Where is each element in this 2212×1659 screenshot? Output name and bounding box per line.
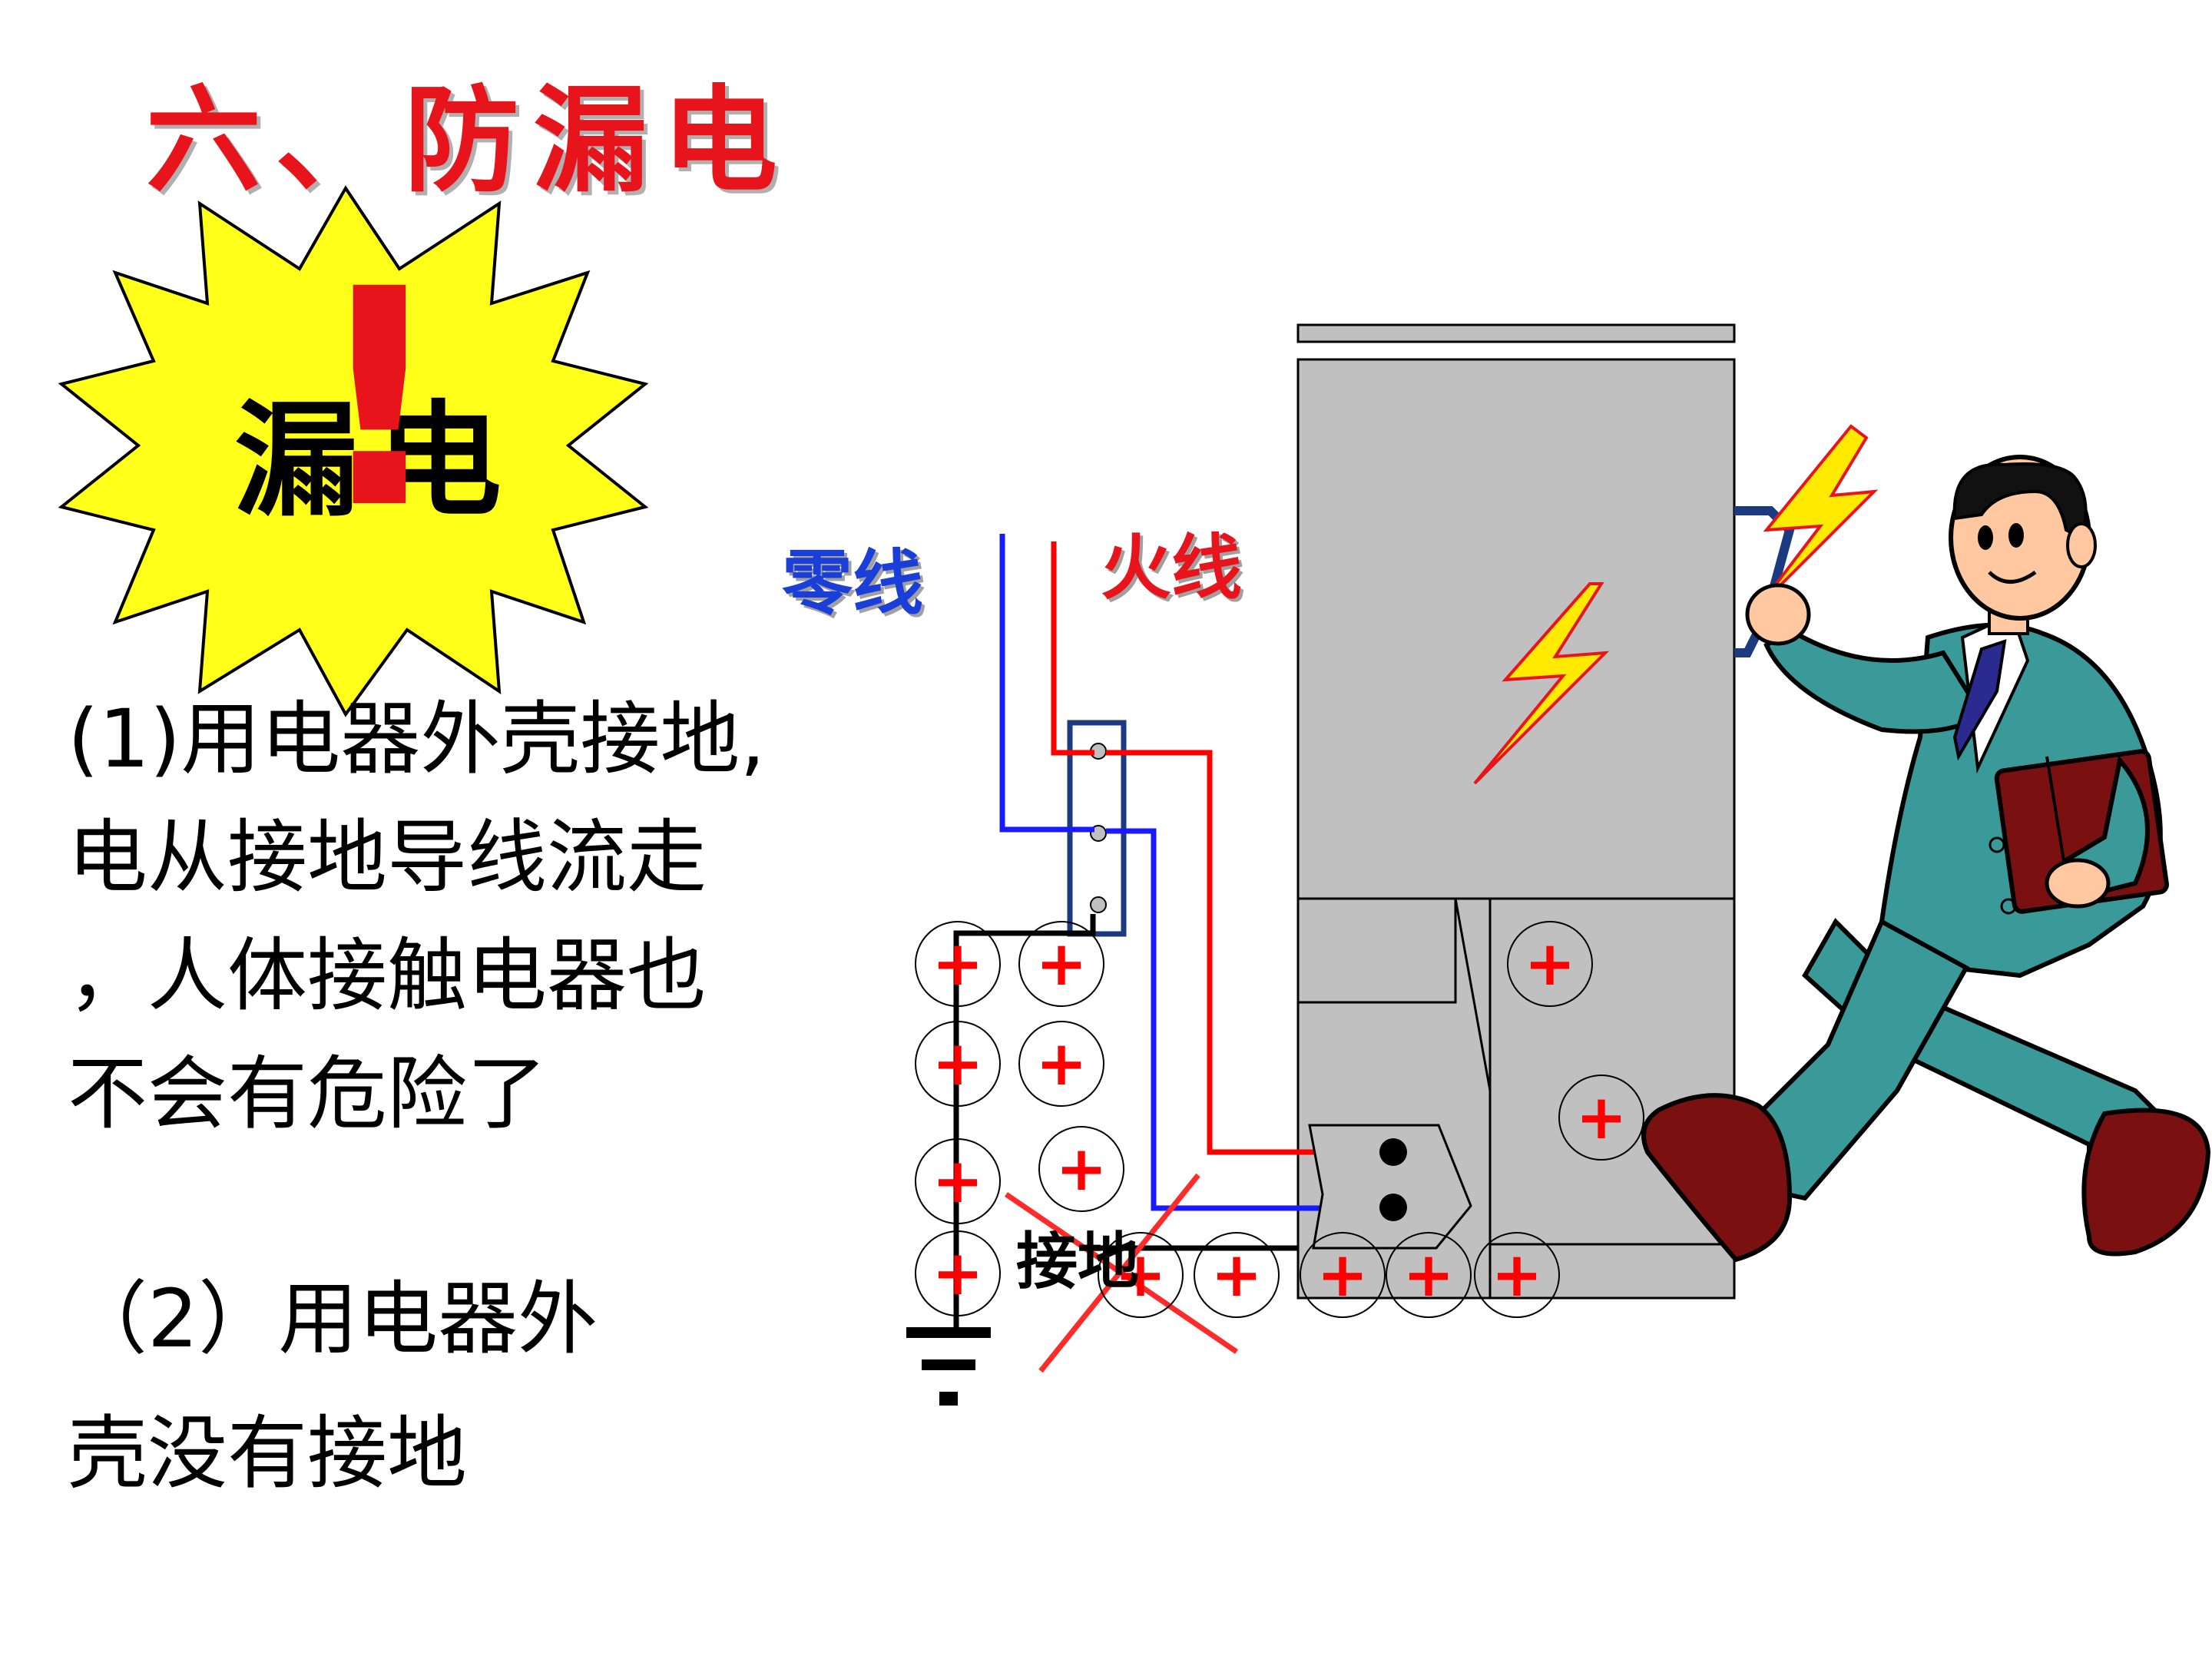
charge-plus-sign: + xyxy=(1316,1239,1368,1310)
live-wire xyxy=(1051,541,1094,756)
charge-circle xyxy=(1194,1232,1280,1318)
ground-symbol-icon xyxy=(906,1327,991,1406)
warning-badge-text: 漏电 xyxy=(234,388,520,534)
charge-plus-sign: + xyxy=(1491,1239,1542,1310)
charge-circle xyxy=(915,1021,1001,1107)
charge-plus-sign: + xyxy=(1210,1239,1262,1310)
disconnected-cross-icon xyxy=(1005,1173,1238,1373)
ground-label: 接地 xyxy=(1016,1226,1139,1297)
charge-particles: ++++++++++++++ xyxy=(915,921,1644,1318)
charge-plus-sign: + xyxy=(932,928,983,999)
charge-circle xyxy=(1038,1126,1124,1212)
person-figure xyxy=(1641,455,2211,1263)
charge-circle xyxy=(1300,1232,1386,1318)
point1-line-4: 不会有危险了 xyxy=(68,1047,548,1141)
slide-title: 六、防漏电 xyxy=(146,75,792,208)
point2-line-1: （2）用电器外 xyxy=(68,1272,598,1366)
point1-line-2: 电从接地导线流走 xyxy=(68,810,707,904)
neutral-wire-out xyxy=(1106,828,1390,1211)
charge-plus-sign: + xyxy=(1114,1239,1166,1310)
charge-plus-sign: + xyxy=(1402,1239,1454,1310)
warning-starburst-icon xyxy=(58,185,649,717)
charge-plus-sign: + xyxy=(1035,1028,1087,1099)
charge-circle xyxy=(1018,1021,1104,1107)
charge-plus-sign: + xyxy=(1524,928,1575,999)
charge-plus-sign: + xyxy=(1055,1133,1107,1204)
point2-line-2: 壳没有接地 xyxy=(68,1406,468,1500)
charge-circle xyxy=(1386,1232,1472,1318)
charge-circle xyxy=(1018,921,1104,1007)
point1-line-1: (1)用电器外壳接地, xyxy=(68,692,766,786)
appliance-plug xyxy=(1308,1124,1472,1250)
charge-plus-sign: + xyxy=(1575,1081,1627,1153)
neutral-wire xyxy=(999,534,1094,833)
exclamation-icon: ! xyxy=(311,225,448,574)
charge-circle xyxy=(1474,1232,1560,1318)
charge-plus-sign: + xyxy=(932,1028,983,1099)
charge-plus-sign: + xyxy=(932,1237,983,1309)
neutral-wire-label: 零线 xyxy=(782,542,924,624)
charge-circle xyxy=(915,921,1001,1007)
charge-plus-sign: + xyxy=(1035,928,1087,999)
charge-circle xyxy=(915,1230,1001,1316)
lightning-bolt-icon xyxy=(1757,424,1879,608)
charge-circle xyxy=(915,1138,1001,1224)
point2-text: （2）用电器外 壳没有接地 xyxy=(68,1252,598,1521)
point1-text: (1)用电器外壳接地, 电从接地导线流走 ，人体接触电器也 不会有危险了 xyxy=(68,680,765,1153)
charge-plus-sign: + xyxy=(932,1145,983,1217)
lightning-bolt-icon xyxy=(1473,582,1610,785)
charge-circle xyxy=(1507,921,1593,1007)
live-wire-out xyxy=(1106,750,1390,1155)
live-wire-label: 火线 xyxy=(1101,527,1243,609)
charge-circle xyxy=(1558,1075,1644,1161)
point1-line-3: ，人体接触电器也 xyxy=(68,929,707,1022)
ground-wire xyxy=(953,914,1096,1327)
charge-circle xyxy=(1098,1232,1184,1318)
